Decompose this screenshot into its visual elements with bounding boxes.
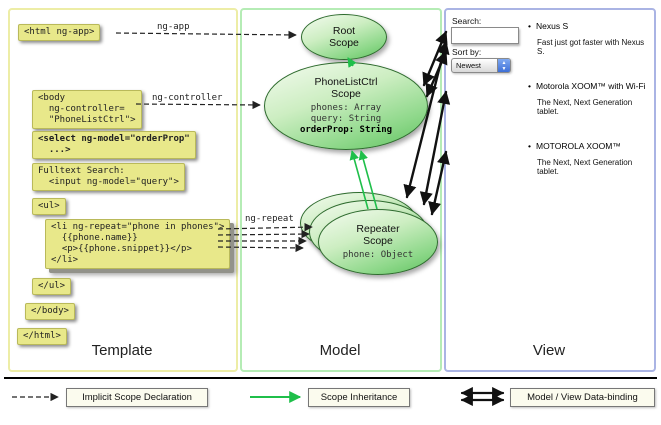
model-column-label: Model — [319, 342, 361, 359]
view-column-label: View — [532, 342, 566, 359]
code-li-ngrepeat: <li ng-repeat="phone in phones"> {{phone… — [45, 219, 231, 269]
bullet-icon: • — [528, 141, 531, 151]
legend-scope-inheritance: Scope Inheritance — [308, 388, 410, 407]
legend-implicit-scope: Implicit Scope Declaration — [66, 388, 208, 407]
ng-controller-label: ng-controller — [150, 93, 225, 103]
phonelistctrl-scope-orderprop: orderProp: String — [299, 125, 393, 135]
search-input[interactable] — [451, 27, 519, 44]
legend-data-binding: Model / View Data-binding — [510, 388, 655, 407]
root-scope-title: Root Scope — [329, 25, 359, 49]
phone-snippet: The Next, Next Generation tablet. — [537, 158, 633, 176]
repeater-scope-props: phone: Object — [342, 250, 414, 260]
phone-name: •MOTOROLA XOOM™ — [528, 141, 621, 151]
root-scope-ellipse: Root Scope — [301, 14, 387, 60]
ng-app-label: ng-app — [155, 22, 192, 32]
repeater-scope-title: Repeater Scope — [356, 223, 400, 247]
bullet-icon: • — [528, 81, 531, 91]
sort-select-arrows-icon: ▲▼ — [497, 59, 510, 72]
phone-snippet: Fast just got faster with Nexus S. — [537, 38, 645, 56]
code-body-open: <body ng-controller= "PhoneListCtrl"> — [32, 90, 142, 129]
phone-list-item: •MOTOROLA XOOM™ The Next, Next Generatio… — [528, 141, 652, 176]
code-html-close: </html> — [17, 328, 67, 345]
code-body-close: </body> — [25, 303, 75, 320]
ng-repeat-label: ng-repeat — [243, 214, 296, 224]
search-label: Search: — [452, 16, 482, 26]
code-select-ngmodel: <select ng-model="orderProp" ...> — [32, 131, 196, 159]
template-column-label: Template — [91, 342, 153, 359]
phone-list-item: •Motorola XOOM™ with Wi-Fi The Next, Nex… — [528, 81, 652, 116]
code-fulltext-search: Fulltext Search: <input ng-model="query"… — [32, 163, 185, 191]
bullet-icon: • — [528, 21, 531, 31]
phone-snippet: The Next, Next Generation tablet. — [537, 98, 633, 116]
phonelistctrl-scope-title: PhoneListCtrl Scope — [314, 76, 378, 100]
phone-name: •Motorola XOOM™ with Wi-Fi — [528, 81, 646, 91]
legend-divider — [4, 377, 657, 379]
code-html-open: <html ng-app> — [18, 24, 101, 41]
sort-select[interactable]: Newest ▲▼ — [451, 58, 511, 73]
phonelistctrl-scope-props: phones: Array query: String — [310, 103, 382, 124]
phonelistctrl-scope-ellipse: PhoneListCtrl Scope phones: Array query:… — [264, 62, 428, 150]
code-ul-open: <ul> — [32, 198, 66, 215]
sort-select-value: Newest — [456, 61, 482, 70]
code-ul-close: </ul> — [32, 278, 72, 295]
phone-name: •Nexus S — [528, 21, 569, 31]
repeater-scope-ellipse: Repeater Scope phone: Object — [318, 209, 438, 275]
legend-double-arrow — [460, 386, 505, 407]
sort-by-label: Sort by: — [452, 47, 482, 57]
phone-list-item: •Nexus S Fast just got faster with Nexus… — [528, 21, 652, 56]
